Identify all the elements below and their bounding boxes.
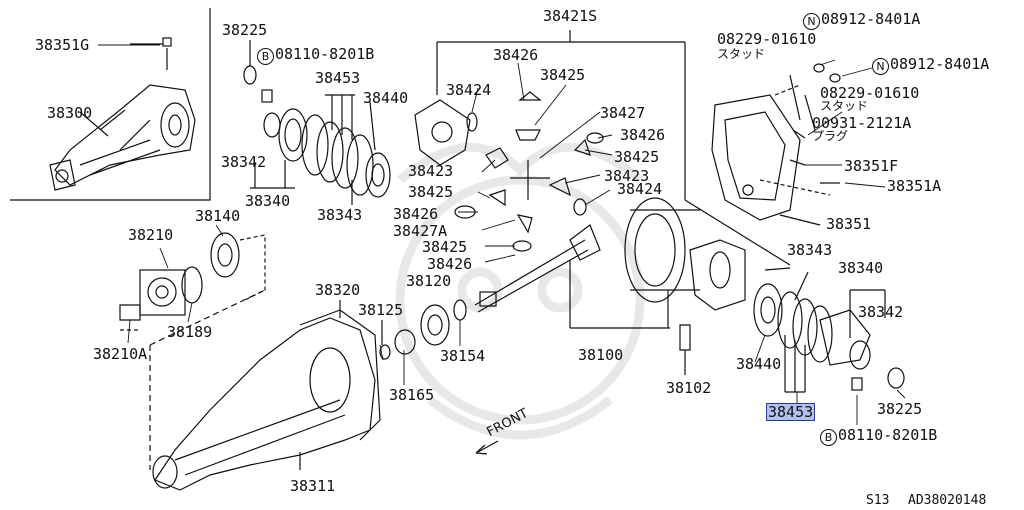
part-label: 38351F bbox=[844, 157, 899, 175]
part-label: 38425 bbox=[422, 238, 468, 256]
part-label: 38351G bbox=[35, 36, 90, 54]
part-label: 38340 bbox=[245, 192, 291, 210]
part-label: 38425 bbox=[540, 66, 586, 84]
part-label: 38426 bbox=[493, 46, 539, 64]
pinion-and-ring-gear bbox=[474, 197, 791, 329]
drive-flange-group bbox=[119, 232, 266, 331]
part-label: 38423 bbox=[604, 167, 650, 185]
part-label: 38425 bbox=[614, 148, 660, 166]
highlighted-part-label[interactable]: 38453 bbox=[766, 403, 816, 421]
part-label: 38342 bbox=[858, 303, 904, 321]
watermark-emblem bbox=[395, 142, 645, 440]
diff-carrier-housing bbox=[149, 289, 467, 491]
left-side-bearing-stack bbox=[243, 40, 391, 205]
part-label: 38225 bbox=[222, 21, 268, 39]
part-label: 38425 bbox=[408, 183, 454, 201]
part-label: 38100 bbox=[578, 346, 624, 364]
part-label: 38427 bbox=[600, 104, 646, 122]
part-label: 38342 bbox=[221, 153, 267, 171]
part-number: 08110-8201B bbox=[275, 45, 375, 63]
part-number: 08110-8201B bbox=[838, 426, 938, 444]
part-label: 38343 bbox=[317, 206, 363, 224]
part-label: 38320 bbox=[315, 281, 361, 299]
part-label: 38165 bbox=[389, 386, 435, 404]
front-arrow bbox=[475, 440, 499, 455]
part-label: 38120 bbox=[406, 272, 452, 290]
inset-frame bbox=[10, 8, 211, 201]
part-number: 08912-8401A bbox=[821, 10, 921, 28]
part-label: 08229-01610 bbox=[820, 84, 920, 102]
diff-case-and-gears bbox=[414, 30, 791, 266]
nut-grade-mark: N bbox=[803, 13, 820, 30]
part-label: 38340 bbox=[838, 259, 884, 277]
bolt-grade-mark: B bbox=[257, 48, 274, 65]
inset-diff-assembly bbox=[49, 37, 196, 191]
part-label: 38421S bbox=[543, 7, 598, 25]
part-note: プラグ bbox=[812, 129, 849, 143]
part-number: 08912-8401A bbox=[890, 55, 990, 73]
part-label: 38225 bbox=[877, 400, 923, 418]
part-label: 38423 bbox=[408, 162, 454, 180]
part-label: 38426 bbox=[427, 255, 473, 273]
part-label: 38154 bbox=[440, 347, 486, 365]
bolt-grade-mark: B bbox=[820, 429, 837, 446]
part-label: 38300 bbox=[47, 104, 93, 122]
nut-grade-mark: N bbox=[872, 58, 889, 75]
part-label: 38102 bbox=[666, 379, 712, 397]
part-label: 38426 bbox=[393, 205, 439, 223]
part-label: 38424 bbox=[446, 81, 492, 99]
part-label: 08229-01610 bbox=[717, 30, 817, 48]
part-note: スタッド bbox=[820, 99, 869, 113]
part-label: 38424 bbox=[617, 180, 663, 198]
part-label: 38453 bbox=[315, 69, 361, 87]
part-label: 38351A bbox=[887, 177, 942, 195]
part-label: 38311 bbox=[290, 477, 336, 495]
right-side-bearing-stack bbox=[679, 271, 905, 393]
footer-ref-code: AD38020148 bbox=[908, 493, 987, 508]
part-note: スタッド bbox=[717, 47, 766, 61]
part-label: 38210A bbox=[93, 345, 148, 363]
rear-cover bbox=[711, 63, 841, 226]
part-label: 38440 bbox=[363, 89, 409, 107]
part-label: 38189 bbox=[167, 323, 213, 341]
part-label: 00931-2121A bbox=[812, 114, 912, 132]
part-label: 38426 bbox=[620, 126, 666, 144]
part-label: 38351 bbox=[826, 215, 872, 233]
footer-series: S13 bbox=[866, 493, 890, 508]
part-label: 38427A bbox=[393, 222, 448, 240]
leader-lines bbox=[98, 44, 906, 425]
part-label: 38140 bbox=[195, 207, 241, 225]
part-label: 38343 bbox=[787, 241, 833, 259]
part-label: 38440 bbox=[736, 355, 782, 373]
part-label: 38210 bbox=[128, 226, 174, 244]
part-label: 38125 bbox=[358, 301, 404, 319]
